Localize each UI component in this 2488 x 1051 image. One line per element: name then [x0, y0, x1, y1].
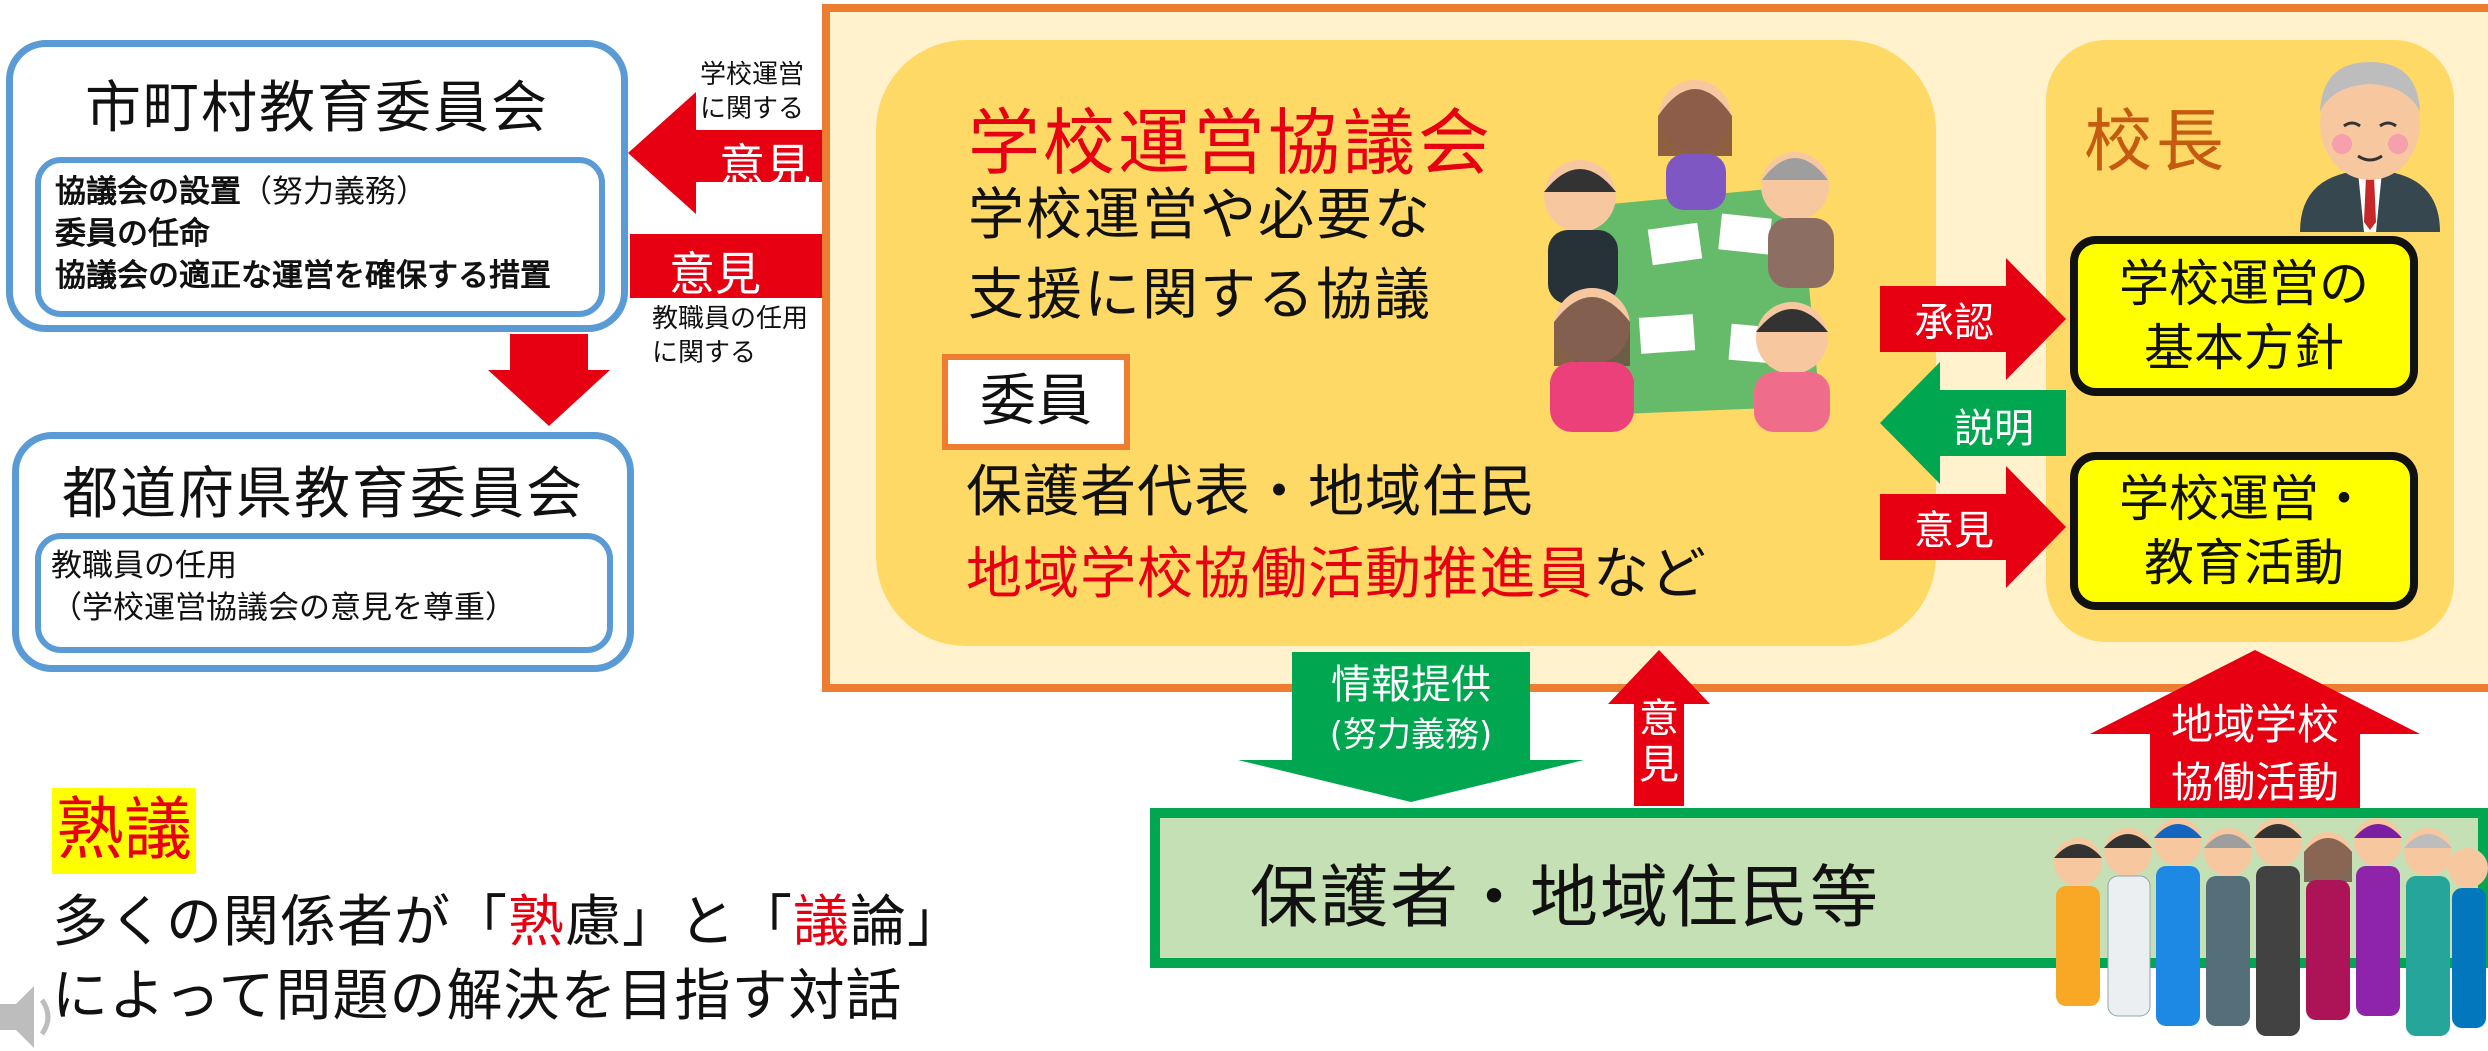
highlight-gi: 議	[793, 890, 850, 955]
jukugi-title: 熟議	[52, 788, 197, 874]
jukugi-line-2: によって問題の解決を目指す対話	[52, 964, 903, 1029]
approve-arrow	[1880, 258, 2066, 380]
members-promoter: 地域学校協働活動推進員	[966, 542, 1593, 607]
pref-board-box: 都道府県教育委員会 教職員の任用 （学校運営協議会の意見を尊重）	[12, 432, 634, 672]
highlight-juku: 熟	[508, 890, 565, 955]
speaker-icon[interactable]	[0, 976, 60, 1051]
member-label-box: 委員	[942, 354, 1130, 450]
info-provision-arrow	[1238, 652, 1584, 802]
collab-activity-label: 地域学校 協働活動	[2150, 696, 2360, 812]
council-desc-line: 支援に関する協議	[968, 263, 1432, 328]
principal-title: 校長	[2084, 103, 2229, 182]
opinion-up-arrow	[1608, 650, 1710, 806]
policy-line: 基本方針	[2144, 319, 2344, 377]
residents-illustration	[2054, 818, 2488, 1036]
info-line: 情報提供	[1331, 662, 1491, 708]
city-board-items: 協議会の設置（努力義務） 委員の任命 協議会の適正な運営を確保する措置	[35, 157, 605, 317]
principal-illustration	[2300, 62, 2440, 232]
council-members: 保護者代表・地域住民 地域学校協働活動推進員など	[966, 452, 1707, 616]
left-arrow-opinion-school	[628, 92, 872, 214]
text-part: 慮」と「	[565, 890, 793, 955]
collab-activity-arrow	[2090, 650, 2420, 814]
text-part: 論」	[850, 890, 964, 955]
city-board-box: 市町村教育委員会 協議会の設置（努力義務） 委員の任命 協議会の適正な運営を確保…	[6, 40, 628, 332]
bottom-arrow-caption: 教職員の任用 に関する	[652, 302, 832, 370]
opinion-up-label: 意見	[1639, 696, 1679, 788]
top-arrow-caption: 学校運営 に関する	[700, 58, 830, 126]
left-arrow-opinion-label: 意見	[719, 139, 811, 193]
pref-board-items: 教職員の任用 （学校運営協議会の意見を尊重）	[35, 533, 613, 653]
jukugi-definition: 多くの関係者が「熟慮」と「議論」 によって問題の解決を目指す対話	[52, 886, 964, 1034]
down-arrow-city-to-pref	[488, 334, 610, 426]
members-suffix: など	[1593, 542, 1707, 607]
jukugi-line-1: 多くの関係者が「熟慮」と「議論」	[52, 886, 964, 960]
item-effort-note: （努力義務）	[241, 174, 427, 210]
policy-box: 学校運営の基本方針	[2070, 236, 2418, 396]
opinion-arrow-principal	[1880, 466, 2066, 588]
item-member-appointment: 委員の任命	[55, 216, 210, 252]
left-bar-opinion-label: 意見	[669, 247, 761, 301]
pref-board-title: 都道府県教育委員会	[62, 462, 584, 527]
activities-box: 学校運営・教育活動	[2070, 452, 2418, 610]
city-board-title: 市町村教育委員会	[85, 76, 549, 141]
item-council-setup: 協議会の設置	[55, 174, 241, 210]
collab-line: 協働活動	[2170, 758, 2339, 807]
caption-line: に関する	[652, 338, 757, 368]
text-part: 多くの関係者が「	[52, 890, 508, 955]
council-description: 学校運営や必要な 支援に関する協議	[968, 176, 1432, 336]
residents-label: 保護者・地域住民等	[1250, 859, 1881, 938]
explain-label: 説明	[1954, 406, 2034, 452]
council-desc-line: 学校運営や必要な	[968, 183, 1432, 248]
approve-label: 承認	[1914, 300, 1994, 346]
info-line: (努力義務)	[1329, 715, 1493, 755]
activities-line: 学校運営・	[2119, 470, 2369, 528]
explain-arrow	[1880, 362, 2066, 484]
opinion-principal-label: 意見	[1914, 508, 1994, 554]
caption-line: 教職員の任用	[652, 304, 809, 334]
meeting-illustration	[1544, 80, 1834, 432]
pref-item-respect: （学校運営協議会の意見を尊重）	[51, 590, 516, 626]
caption-line: に関する	[700, 94, 805, 124]
activities-line: 教育活動	[2144, 534, 2344, 592]
item-proper-operation: 協議会の適正な運営を確保する措置	[55, 258, 551, 294]
council-title: 学校運営協議会	[968, 101, 1494, 185]
collab-line: 地域学校	[2170, 700, 2339, 749]
caption-line: 学校運営	[700, 60, 805, 90]
members-line-1: 保護者代表・地域住民	[966, 460, 1536, 525]
pref-item-appointment: 教職員の任用	[51, 548, 237, 584]
policy-line: 学校運営の	[2119, 255, 2369, 313]
member-label: 委員	[980, 369, 1092, 434]
info-provision-label: 情報提供 (努力義務)	[1292, 660, 1530, 760]
